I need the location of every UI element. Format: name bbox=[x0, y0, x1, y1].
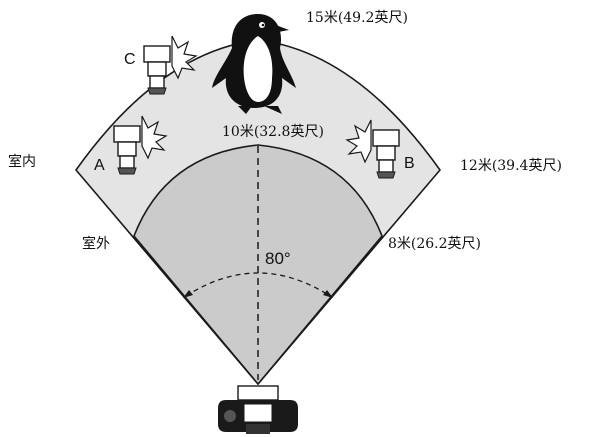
distance-10m-label: 10米(32.8英尺) bbox=[222, 123, 324, 140]
angle-arrow-right bbox=[323, 290, 333, 298]
flash-b-label: B bbox=[404, 155, 415, 172]
angle-label: 80° bbox=[265, 249, 291, 268]
outdoor-label: 室外 bbox=[82, 235, 110, 252]
distance-12m-label: 12米(39.4英尺) bbox=[460, 157, 562, 174]
flash-unit-a-icon bbox=[113, 115, 168, 175]
angle-arc bbox=[185, 272, 331, 297]
penguin-subject-icon bbox=[212, 14, 296, 114]
indoor-label: 室内 bbox=[8, 153, 36, 170]
distance-8m-label: 8米(26.2英尺) bbox=[388, 235, 481, 252]
distance-15m-label: 15米(49.2英尺) bbox=[306, 9, 408, 26]
flash-c-label: C bbox=[124, 51, 136, 68]
flash-a-label: A bbox=[94, 157, 105, 174]
angle-arrow-left bbox=[183, 290, 193, 298]
camera-icon bbox=[218, 385, 298, 434]
flash-unit-b-icon bbox=[345, 119, 400, 179]
flash-unit-c-icon bbox=[143, 35, 198, 95]
outdoor-range-zone bbox=[133, 144, 383, 386]
